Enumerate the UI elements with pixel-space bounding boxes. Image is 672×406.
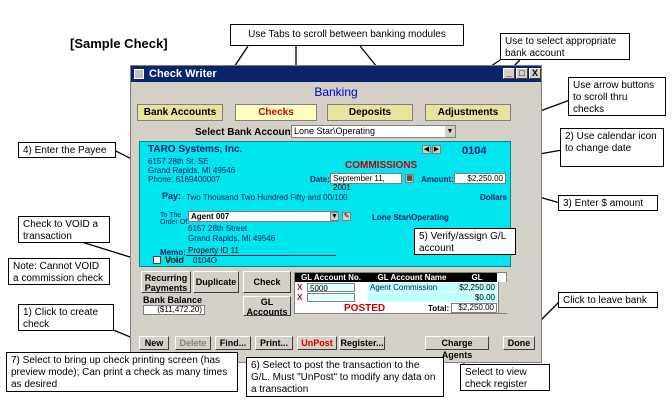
window-titlebar: Check Writer	[131, 66, 541, 82]
company-address2: Grand Rapids, MI 49546	[148, 166, 236, 175]
tab-adjustments[interactable]: Adjustments	[425, 104, 511, 121]
void-checkbox[interactable]	[153, 256, 161, 264]
done-button[interactable]: Done	[503, 336, 535, 350]
payee-select[interactable]: Agent 007	[188, 211, 338, 222]
app-icon	[134, 69, 144, 79]
register-button[interactable]: Register...	[339, 336, 385, 350]
tab-deposits[interactable]: Deposits	[327, 104, 413, 121]
callout-amount: 3) Enter $ amount	[558, 195, 658, 211]
dollars-label: Dollars	[480, 193, 508, 202]
prev-check-button[interactable]: ◀	[422, 145, 431, 154]
gl-account-name-cell: Agent Commission Expense	[368, 283, 457, 301]
check-category: COMMISSIONS	[345, 160, 418, 171]
delete-button[interactable]: Delete	[175, 336, 211, 350]
bank-account-select[interactable]: Lone Star\Operating ▼	[291, 125, 456, 138]
gl-account-name-cell	[368, 293, 457, 302]
module-title: Banking	[314, 85, 358, 99]
posted-status: POSTED	[344, 303, 386, 314]
gl-row-delete-icon[interactable]: X	[297, 293, 303, 302]
bank-select-label: Select Bank Account:	[195, 127, 298, 138]
maximize-button[interactable]: □	[516, 68, 528, 79]
find-button[interactable]: Find...	[215, 336, 251, 350]
callout-calendar: 2) Use calendar icon to change date	[560, 128, 664, 167]
bank-name: Lone Star\Operating	[372, 213, 449, 222]
gl-scrollbar[interactable]	[498, 282, 507, 313]
bank-account-value: Lone Star\Operating	[294, 126, 376, 136]
duplicate-button[interactable]: Duplicate	[193, 271, 239, 293]
minimize-button[interactable]: _	[503, 68, 515, 79]
tab-checks[interactable]: Checks	[235, 104, 317, 121]
gl-header-number: GL Account No.	[295, 273, 367, 282]
company-name: TARO Systems, Inc.	[148, 144, 243, 155]
to-order-label-2: Order Of:	[160, 219, 190, 226]
gl-header-amount: GL Amount	[457, 273, 497, 291]
check-number: 0104	[462, 145, 487, 157]
page-heading: [Sample Check]	[70, 36, 168, 51]
payee-address2: Grand Rapids, MI 49546	[188, 234, 276, 243]
gl-amount-cell[interactable]: $0.00	[457, 293, 497, 302]
callout-tabs: Use Tabs to scroll between banking modul…	[230, 24, 464, 46]
callout-void: Check to VOID a transaction	[18, 216, 110, 243]
close-button[interactable]: X	[529, 68, 541, 79]
window-title: Check Writer	[149, 68, 217, 80]
callout-leave: Click to leave bank	[558, 292, 658, 308]
company-address1: 6157 28th St. SE	[148, 157, 209, 166]
date-label: Date:	[310, 175, 331, 184]
payee-address1: 6157 28th Street	[188, 224, 248, 233]
callout-print: 7) Select to bring up check printing scr…	[6, 352, 238, 392]
callout-post: 6) Select to post the transaction to the…	[246, 357, 444, 397]
calendar-icon[interactable]: ▦	[405, 174, 414, 183]
callout-register: Select to view check register	[460, 364, 550, 391]
void-label: Void	[165, 255, 184, 265]
tab-bank-accounts[interactable]: Bank Accounts	[137, 104, 223, 121]
bank-balance-label: Bank Balance	[143, 295, 203, 305]
void-code: 0104O	[193, 256, 218, 265]
gl-header-name: GL Account Name	[367, 273, 457, 282]
pay-label: Pay:	[162, 191, 182, 201]
callout-select-bank: Use to select appropriate bank account	[500, 33, 630, 60]
bank-balance-value: ($11,472.20)	[143, 305, 205, 315]
amount-field[interactable]: $2,250.00	[454, 173, 506, 184]
check-writer-window: Check Writer _ □ X Banking Bank Accounts…	[130, 65, 542, 363]
recurring-payments-button[interactable]: Recurring Payments	[141, 271, 191, 293]
memo-field[interactable]: Property ID 11	[186, 246, 336, 256]
next-check-button[interactable]: ▶	[432, 145, 441, 154]
company-phone: Phone: 6169400007	[148, 175, 221, 184]
callout-void-note: Note: Cannot VOID a commission check	[8, 258, 110, 285]
check-date-field[interactable]: September 11, 2001	[330, 173, 402, 192]
callout-new: 1) Click to create check	[18, 304, 114, 331]
chevron-down-icon[interactable]: ▼	[445, 126, 455, 137]
amount-label: Amount:	[421, 175, 454, 184]
unpost-button[interactable]: UnPost	[297, 336, 337, 350]
gl-row-delete-icon[interactable]: X	[297, 283, 303, 292]
gl-total-value: $2,250.00	[451, 303, 497, 313]
callout-payee: 4) Enter the Payee	[18, 142, 116, 158]
gl-account-number-field[interactable]: 5000	[307, 283, 355, 293]
pay-amount-text: Two Thousand Two Hundred Fifty and 00/10…	[186, 193, 348, 202]
gl-amount-cell[interactable]: $2,250.00	[457, 283, 497, 292]
payee-value: Agent 007	[191, 212, 230, 221]
chevron-down-icon[interactable]: ▼	[330, 212, 339, 221]
memo-label: Memo:	[160, 248, 186, 257]
payee-edit-icon[interactable]: ✎	[342, 212, 351, 221]
to-order-label-1: To The	[160, 212, 182, 219]
charge-agents-button[interactable]: Charge Agents	[425, 336, 489, 360]
gl-account-number-field[interactable]	[307, 293, 355, 302]
callout-gl: 5) Verify/assign G/L account	[414, 228, 516, 255]
gl-accounts-button[interactable]: GL Accounts	[243, 296, 291, 317]
print-button[interactable]: Print...	[255, 336, 293, 350]
gl-total-label: Total:	[428, 304, 450, 313]
new-button[interactable]: New	[139, 336, 169, 350]
callout-arrows: Use arrow buttons to scroll thru checks	[568, 77, 666, 116]
check-stub-button[interactable]: Check Stub	[243, 271, 291, 307]
gl-grid: GL Account No. GL Account Name GL Amount…	[294, 272, 507, 314]
